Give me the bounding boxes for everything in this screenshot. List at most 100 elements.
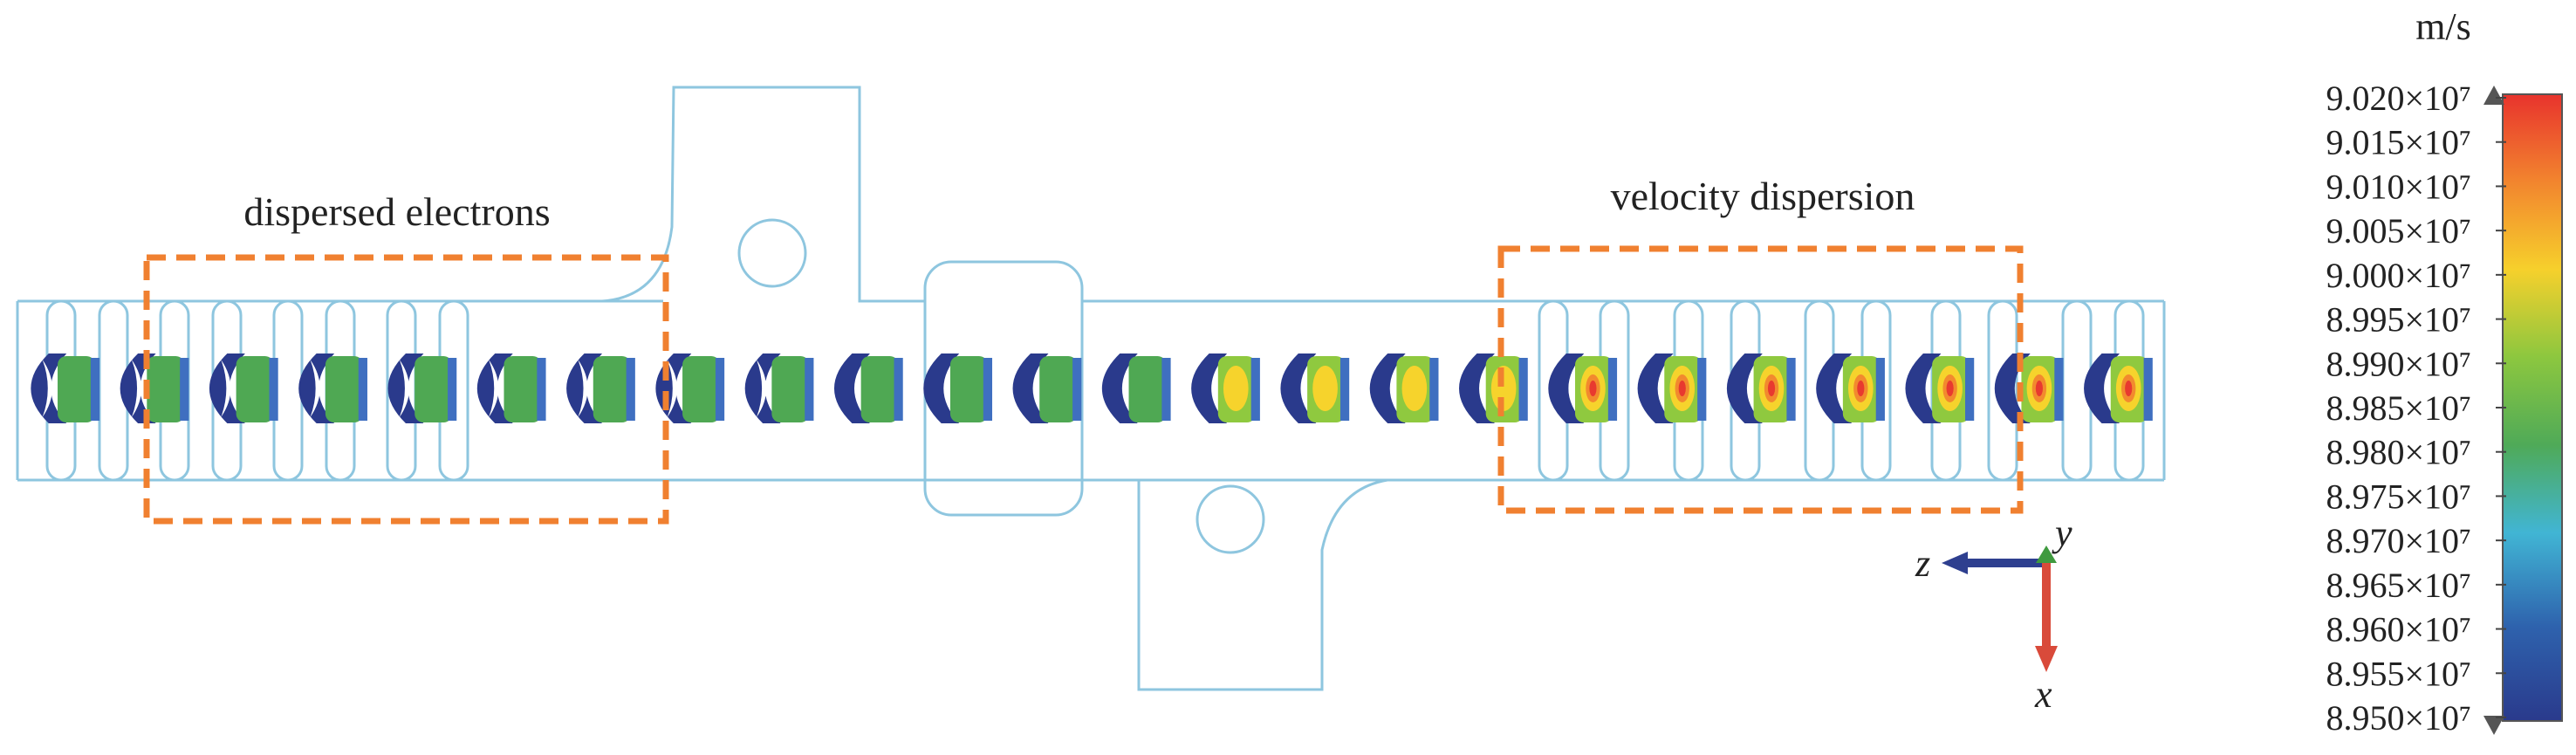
bunch-core-yellow xyxy=(1223,366,1249,411)
bunch-trail xyxy=(1965,358,1975,421)
bunch-trail xyxy=(358,358,367,421)
electron-bunch xyxy=(1548,353,1618,423)
bunch-body xyxy=(58,356,95,422)
bunch-body xyxy=(236,356,274,422)
bunch-trail xyxy=(2143,358,2153,421)
electron-bunch xyxy=(1369,353,1439,423)
colorbar-tick-label: 8.995×10⁷ xyxy=(2326,300,2471,340)
bunch-trail xyxy=(894,358,903,421)
bunch-edge xyxy=(1101,353,1138,423)
bunch-trail xyxy=(1072,358,1082,421)
bunch-gap xyxy=(221,360,231,417)
electron-bunch xyxy=(1637,353,1707,423)
bunch-body xyxy=(860,356,899,422)
colorbar-tick-label: 8.955×10⁷ xyxy=(2326,654,2471,693)
z-arrowhead xyxy=(1942,552,1968,574)
colorbar-tick-label: 8.985×10⁷ xyxy=(2326,388,2471,428)
bunch-gap xyxy=(756,360,767,417)
colorbar: m/s 9.020×10⁷9.015×10⁷9.010×10⁷9.005×10⁷… xyxy=(2326,5,2563,738)
bunch-trail xyxy=(983,358,993,421)
bunch-trail xyxy=(180,358,189,421)
bunch-gap xyxy=(399,360,410,417)
bunch-edge xyxy=(1369,353,1406,423)
colorbar-tick-label: 8.965×10⁷ xyxy=(2326,566,2471,605)
upper-coupler-outline xyxy=(601,86,925,303)
bunch-core-red xyxy=(1857,381,1865,396)
colorbar-tick-label: 9.005×10⁷ xyxy=(2326,211,2471,251)
bunch-body xyxy=(1128,356,1167,422)
bunch-core-red xyxy=(2125,381,2133,396)
colorbar-ticks: 9.020×10⁷ 9.015×10⁷ 9.010×10⁷ 9.005×10⁷ 9.00… xyxy=(2326,79,2506,738)
left-dashed-box xyxy=(143,254,669,525)
electron-bunch xyxy=(387,353,457,423)
bunch-body xyxy=(147,356,185,422)
electron-bunch xyxy=(1726,353,1796,423)
colorbar-tick-label: 8.960×10⁷ xyxy=(2326,610,2471,649)
electron-bunch xyxy=(120,353,189,423)
bunch-edge xyxy=(923,353,960,423)
bunch-trail xyxy=(1518,358,1528,421)
colorbar-tick-label: 8.980×10⁷ xyxy=(2326,433,2471,472)
bunch-body xyxy=(414,356,453,422)
colorbar-tick-label: 9.000×10⁷ xyxy=(2326,256,2471,295)
electron-bunch xyxy=(1816,353,1885,423)
electron-bunches xyxy=(31,353,2153,423)
electron-bunch xyxy=(298,353,367,423)
electron-bunch xyxy=(1191,353,1260,423)
bunch-edge xyxy=(1012,353,1049,423)
bunch-edge xyxy=(1905,353,1942,423)
bunch-body xyxy=(1039,356,1078,422)
bunch-body xyxy=(682,356,721,422)
bunch-core-red xyxy=(1589,381,1597,396)
bunch-edge xyxy=(1637,353,1674,423)
colorbar-tick-label: 9.020×10⁷ xyxy=(2326,79,2471,118)
bunch-trail xyxy=(1697,358,1707,421)
colorbar-tick-label: 8.975×10⁷ xyxy=(2326,477,2471,516)
bunch-gap xyxy=(42,360,52,417)
bunch-trail xyxy=(805,358,814,421)
vane-loop xyxy=(272,299,304,482)
bunch-edge xyxy=(1726,353,1763,423)
electron-bunch xyxy=(476,353,546,423)
bunch-edge xyxy=(1994,353,2031,423)
bunch-gap xyxy=(578,360,588,417)
bunch-edge xyxy=(1548,353,1585,423)
colorbar-tick-label: 9.010×10⁷ xyxy=(2326,167,2471,206)
bunch-body xyxy=(504,356,542,422)
bunch-trail xyxy=(1786,358,1796,421)
upper-port-hole xyxy=(737,218,807,288)
bunch-core-red xyxy=(1946,381,1954,396)
colorbar-tick-label: 9.015×10⁷ xyxy=(2326,123,2471,162)
electron-bunch xyxy=(923,353,993,423)
bunch-trail xyxy=(90,358,100,421)
electron-bunch xyxy=(209,353,278,423)
bunch-trail xyxy=(1161,358,1171,421)
bunch-trail xyxy=(715,358,725,421)
bunch-edge xyxy=(1816,353,1853,423)
electron-bunch xyxy=(1905,353,1975,423)
bunch-trail xyxy=(1429,358,1439,421)
bunch-edge xyxy=(2084,353,2120,423)
electron-bunch xyxy=(1459,353,1528,423)
electron-bunch xyxy=(1012,353,1082,423)
bunch-body xyxy=(325,356,363,422)
x-arrowhead xyxy=(2035,646,2058,672)
bunch-trail xyxy=(537,358,546,421)
bunch-edge xyxy=(1280,353,1317,423)
colorbar-max-arrow xyxy=(2484,86,2504,105)
bunch-core-red xyxy=(2035,381,2043,396)
bunch-trail xyxy=(1875,358,1885,421)
bunch-core-yellow xyxy=(1401,366,1428,411)
bunch-trail xyxy=(626,358,635,421)
electron-bunch xyxy=(1994,353,2064,423)
electron-bunch xyxy=(1101,353,1171,423)
coordinate-axes: z y x xyxy=(1915,511,2072,716)
bunch-core-yellow xyxy=(1312,366,1338,411)
bunch-gap xyxy=(489,360,499,417)
electron-bunch xyxy=(2084,353,2153,423)
bunch-edge xyxy=(1191,353,1228,423)
y-arrowhead xyxy=(2036,546,2057,563)
vane-loop xyxy=(1987,299,2018,482)
right-box-label: velocity dispersion xyxy=(1611,174,1915,218)
